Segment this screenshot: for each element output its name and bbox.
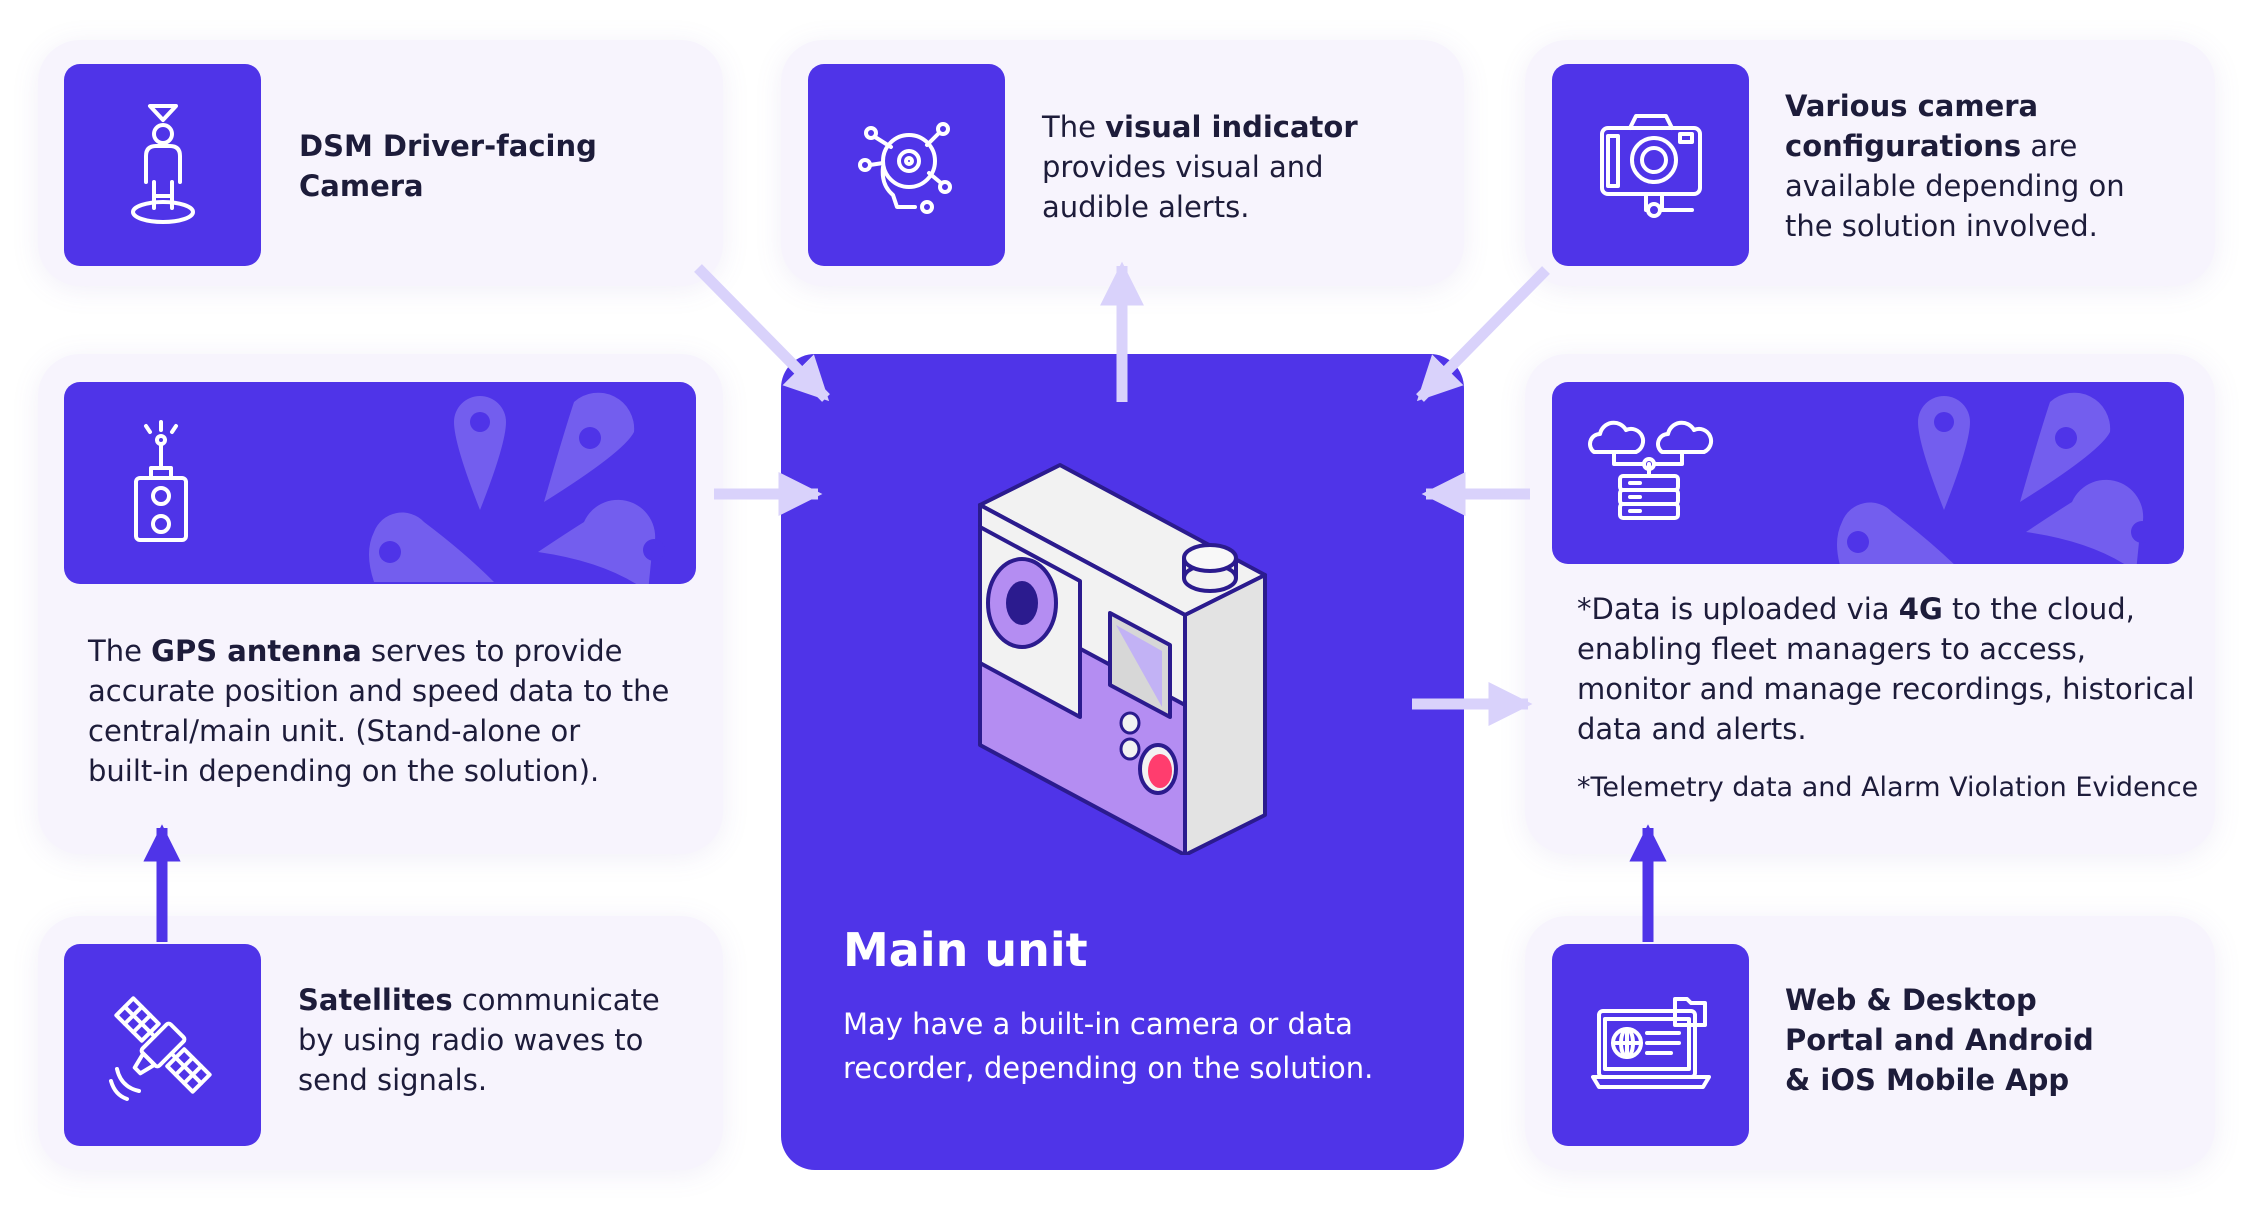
- cloud-banner: [1552, 382, 2184, 564]
- cloud-line2: enabling fleet managers to access,: [1577, 632, 2087, 666]
- satellites-line1-rest: communicate: [452, 983, 660, 1017]
- arrow-dsm-to-main: [694, 264, 830, 402]
- gps-caption: The GPS antenna serves to provide accura…: [88, 631, 669, 791]
- visual-tile: [808, 64, 1005, 266]
- cloud-map-pins-decoration: [1837, 392, 2153, 564]
- portal-line2: Portal and Android: [1785, 1023, 2094, 1057]
- camera-config-line3: available depending on: [1785, 169, 2125, 203]
- map-pins-decoration: [369, 392, 665, 584]
- camera-config-line2-bold: configurations: [1785, 129, 2022, 163]
- main-unit-desc-line2: recorder, depending on the solution.: [843, 1051, 1374, 1085]
- camera-config-line2-rest: are: [2021, 129, 2078, 163]
- main-unit-camera-illustration: [978, 463, 1267, 855]
- cloud-line1-pre: *Data is uploaded via: [1577, 592, 1899, 626]
- visual-alert-icon: [857, 122, 952, 214]
- dsm-caption: DSM Driver-facing Camera: [299, 126, 597, 206]
- arrow-camera-config-to-main: [1416, 266, 1550, 402]
- cloud-server-icon: [1588, 420, 1714, 520]
- satellites-line1-bold: Satellites: [298, 983, 453, 1017]
- camera-config-icon: [1599, 114, 1702, 218]
- dsm-tile: [64, 64, 261, 266]
- visual-caption: The visual indicator provides visual and…: [1042, 107, 1358, 227]
- driver-camera-icon: [130, 104, 195, 224]
- cloud-caption: *Data is uploaded via 4G to the cloud, e…: [1577, 589, 2195, 749]
- main-unit-title: Main unit: [843, 923, 1088, 977]
- satellites-line3: send signals.: [298, 1063, 488, 1097]
- satellites-line2: by using radio waves to: [298, 1023, 644, 1057]
- gps-line1-bold: GPS antenna: [151, 634, 362, 668]
- portal-tile: [1552, 944, 1749, 1146]
- main-unit-desc-line1: May have a built-in camera or data: [843, 1007, 1353, 1041]
- gps-line2: accurate position and speed data to the: [88, 674, 670, 708]
- gps-line3: central/main unit. (Stand-alone or: [88, 714, 581, 748]
- gps-banner: [64, 382, 696, 584]
- camera-config-caption: Various camera configurations are availa…: [1785, 86, 2125, 246]
- web-portal-icon: [1590, 997, 1711, 1089]
- cloud-note: *Telemetry data and Alarm Violation Evid…: [1577, 772, 2199, 803]
- portal-line3: & iOS Mobile App: [1785, 1063, 2070, 1097]
- cloud-line3: monitor and manage recordings, historica…: [1577, 672, 2195, 706]
- cloud-line4: data and alerts.: [1577, 712, 1807, 746]
- gps-antenna-icon: [134, 420, 188, 542]
- visual-line2: provides visual and: [1042, 150, 1324, 184]
- portal-caption: Web & Desktop Portal and Android & iOS M…: [1785, 980, 2094, 1100]
- camera-config-tile: [1552, 64, 1749, 266]
- camera-config-line1: Various camera: [1785, 89, 2039, 123]
- cloud-line1-bold: 4G: [1898, 592, 1943, 626]
- satellite-tile: [64, 944, 261, 1146]
- main-unit-description: May have a built-in camera or data recor…: [843, 1002, 1443, 1090]
- visual-line3: audible alerts.: [1042, 190, 1250, 224]
- satellites-caption: Satellites communicate by using radio wa…: [298, 980, 660, 1100]
- portal-line1: Web & Desktop: [1785, 983, 2037, 1017]
- dsm-title-line2: Camera: [299, 169, 424, 203]
- cloud-line1-rest: to the cloud,: [1942, 592, 2135, 626]
- camera-config-line4: the solution involved.: [1785, 209, 2098, 243]
- gps-line4: built-in depending on the solution).: [88, 754, 600, 788]
- visual-line1-bold: visual indicator: [1105, 110, 1358, 144]
- visual-line1-pre: The: [1042, 110, 1106, 144]
- satellite-icon: [108, 996, 212, 1101]
- dsm-title-line1: DSM Driver-facing: [299, 129, 597, 163]
- gps-line1-pre: The: [88, 634, 152, 668]
- gps-line1-rest: serves to provide: [361, 634, 623, 668]
